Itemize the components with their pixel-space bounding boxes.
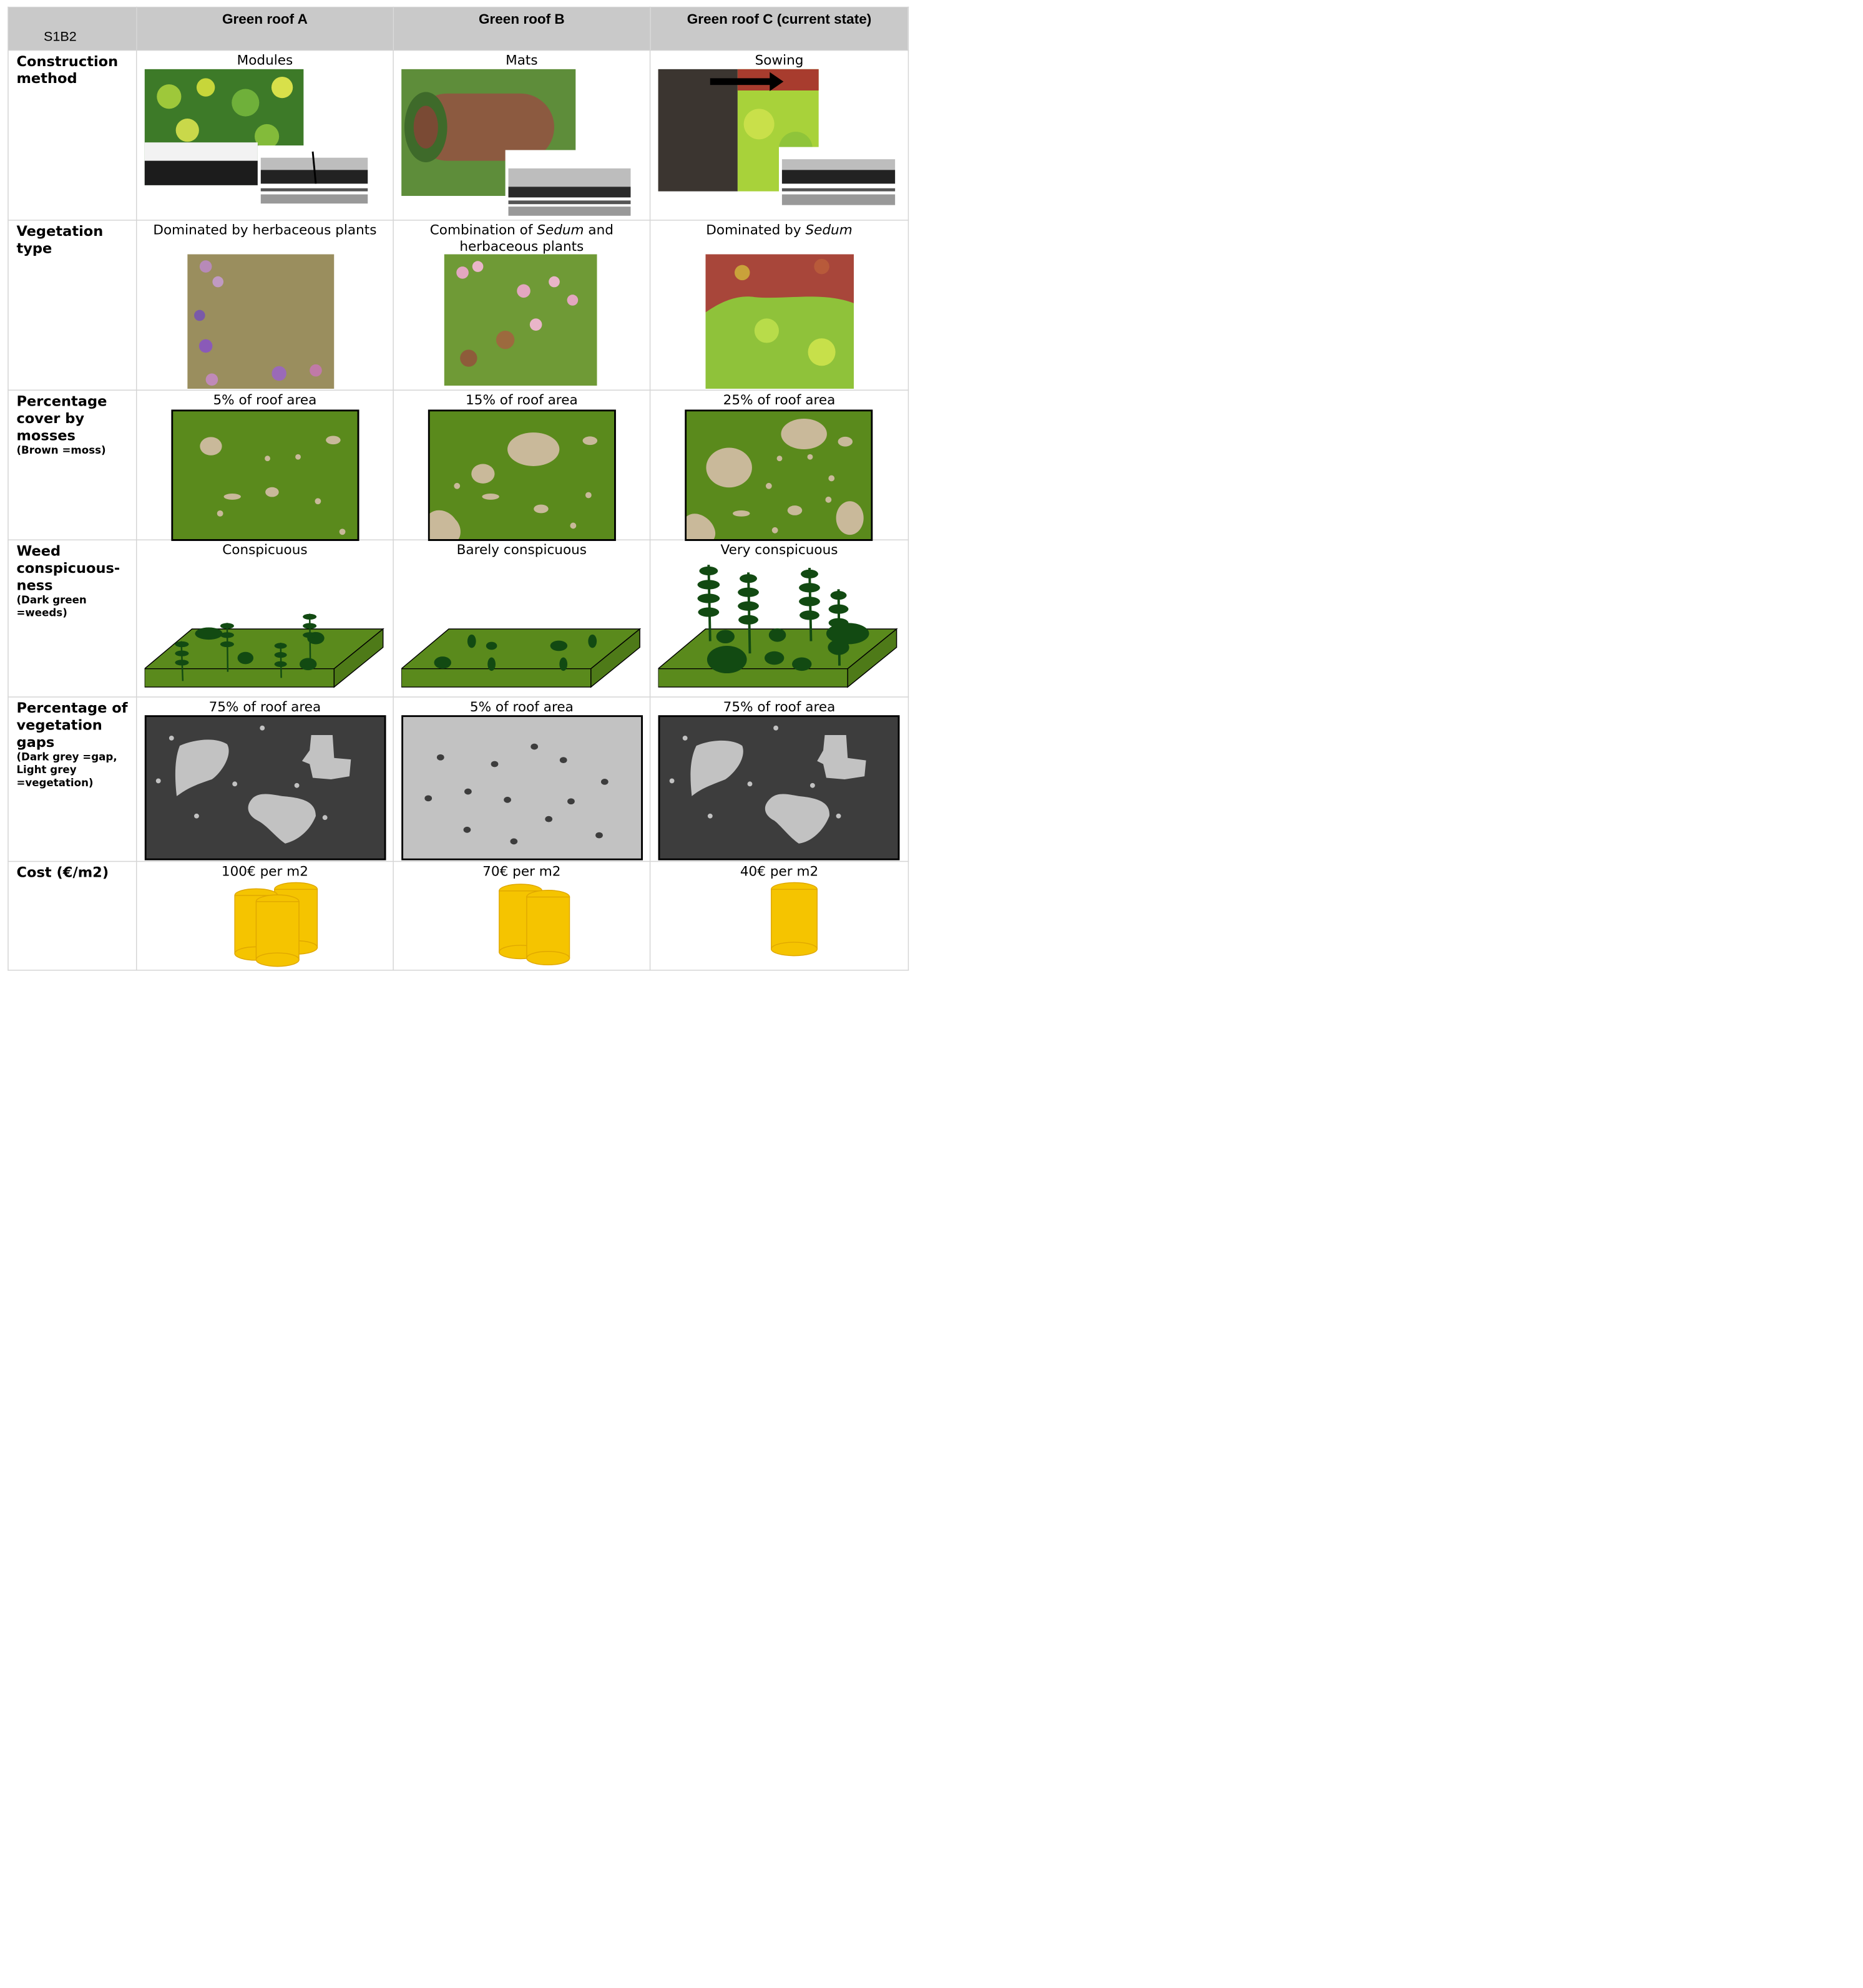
weeds-cell-a: Conspicuous	[135, 539, 394, 698]
moss-map-b	[428, 409, 616, 541]
vegetation-value-c: Dominated by Sedum	[706, 222, 853, 238]
construction-value-c: Sowing	[755, 52, 804, 68]
construction-cell-a: Modules	[135, 49, 394, 221]
construction-value-a: Modules	[237, 52, 293, 68]
column-title-c: Green roof C (current state)	[687, 11, 872, 27]
row-construction-method: Construction method Modules	[7, 49, 909, 221]
mats-photo	[401, 69, 634, 219]
modules-photo	[144, 69, 371, 207]
coin-stacks-large	[234, 882, 318, 967]
header-corner: S1B2	[7, 6, 137, 51]
cost-cell-a: 100€ per m2	[135, 860, 394, 971]
weeds-slab-c	[658, 565, 898, 688]
sedum-photo	[705, 254, 854, 389]
moss-cell-c: 25% of roof area	[649, 389, 909, 541]
mixed-vegetation-photo	[444, 254, 597, 386]
herbaceous-photo	[187, 254, 335, 389]
gaps-map-c	[658, 715, 900, 860]
construction-cell-b: Mats	[393, 49, 651, 221]
row-weed-conspicuousness: Weed conspicuous- ness (Dark green =weed…	[7, 539, 909, 698]
moss-cell-a: 5% of roof area	[135, 389, 394, 541]
moss-map-c	[685, 409, 873, 541]
header-green-roof-a: Green roof A	[135, 6, 394, 51]
corner-label: S1B2	[44, 29, 77, 44]
sowing-photo	[658, 69, 899, 208]
vegetation-value-a: Dominated by herbaceous plants	[153, 222, 377, 238]
weeds-cell-c: Very conspicuous	[649, 539, 909, 698]
construction-value-b: Mats	[506, 52, 538, 68]
moss-map-a	[171, 409, 359, 541]
weeds-slab-a	[144, 613, 384, 688]
row-label-mosses: Percentage cover by mosses (Brown =moss)	[7, 389, 137, 540]
cost-value-b: 70€ per m2	[482, 863, 561, 879]
weeds-value-b: Barely conspicuous	[456, 542, 587, 558]
weeds-value-c: Very conspicuous	[720, 542, 838, 558]
row-cost: Cost (€/m2) 100€ per m2 70€ per m2	[7, 860, 909, 971]
cost-value-a: 100€ per m2	[221, 863, 308, 879]
mat-diagram	[505, 150, 634, 219]
row-vegetation-gaps: Percentage of vegetation gaps (Dark grey…	[7, 696, 909, 862]
row-moss-cover: Percentage cover by mosses (Brown =moss)…	[7, 389, 909, 541]
gaps-value-a: 75% of roof area	[208, 699, 321, 715]
weeds-value-a: Conspicuous	[222, 542, 308, 558]
row-label-cost: Cost (€/m2)	[7, 860, 137, 971]
gaps-map-b	[401, 715, 643, 860]
column-title-a: Green roof A	[222, 11, 308, 27]
moss-value-c: 25% of roof area	[723, 392, 836, 408]
gaps-value-c: 75% of roof area	[723, 699, 836, 715]
green-roof-comparison-table: S1B2 Green roof A Green roof B Green roo…	[7, 6, 909, 971]
gaps-value-b: 5% of roof area	[469, 699, 574, 715]
header-green-roof-c: Green roof C (current state)	[649, 6, 909, 51]
vegetation-cell-a: Dominated by herbaceous plants	[135, 220, 394, 391]
gaps-cell-c: 75% of roof area	[649, 696, 909, 862]
header-green-roof-b: Green roof B	[393, 6, 651, 51]
row-vegetation-type: Vegetation type Dominated by herbaceous …	[7, 220, 909, 391]
cost-cell-b: 70€ per m2	[393, 860, 651, 971]
row-label-vegetation: Vegetation type	[7, 220, 137, 391]
cost-value-c: 40€ per m2	[740, 863, 819, 879]
gaps-cell-b: 5% of roof area	[393, 696, 651, 862]
weeds-slab-b	[401, 628, 642, 688]
arrow-right-icon	[710, 72, 784, 91]
construction-cell-c: Sowing	[649, 49, 909, 221]
moss-value-a: 5% of roof area	[213, 392, 317, 408]
moss-value-b: 15% of roof area	[466, 392, 578, 408]
vegetation-cell-c: Dominated by Sedum	[649, 220, 909, 391]
sowing-diagram	[779, 147, 899, 208]
coin-stack-small	[771, 882, 818, 957]
gaps-map-a	[144, 715, 386, 860]
moss-cell-b: 15% of roof area	[393, 389, 651, 541]
cost-cell-c: 40€ per m2	[649, 860, 909, 971]
module-diagram	[257, 145, 371, 207]
weeds-cell-b: Barely conspicuous	[393, 539, 651, 698]
row-label-gaps: Percentage of vegetation gaps (Dark grey…	[7, 696, 137, 862]
row-label-construction: Construction method	[7, 49, 137, 221]
coin-stacks-medium	[499, 884, 570, 966]
column-title-b: Green roof B	[478, 11, 565, 27]
gaps-cell-a: 75% of roof area	[135, 696, 394, 862]
row-label-weeds: Weed conspicuous- ness (Dark green =weed…	[7, 539, 137, 698]
